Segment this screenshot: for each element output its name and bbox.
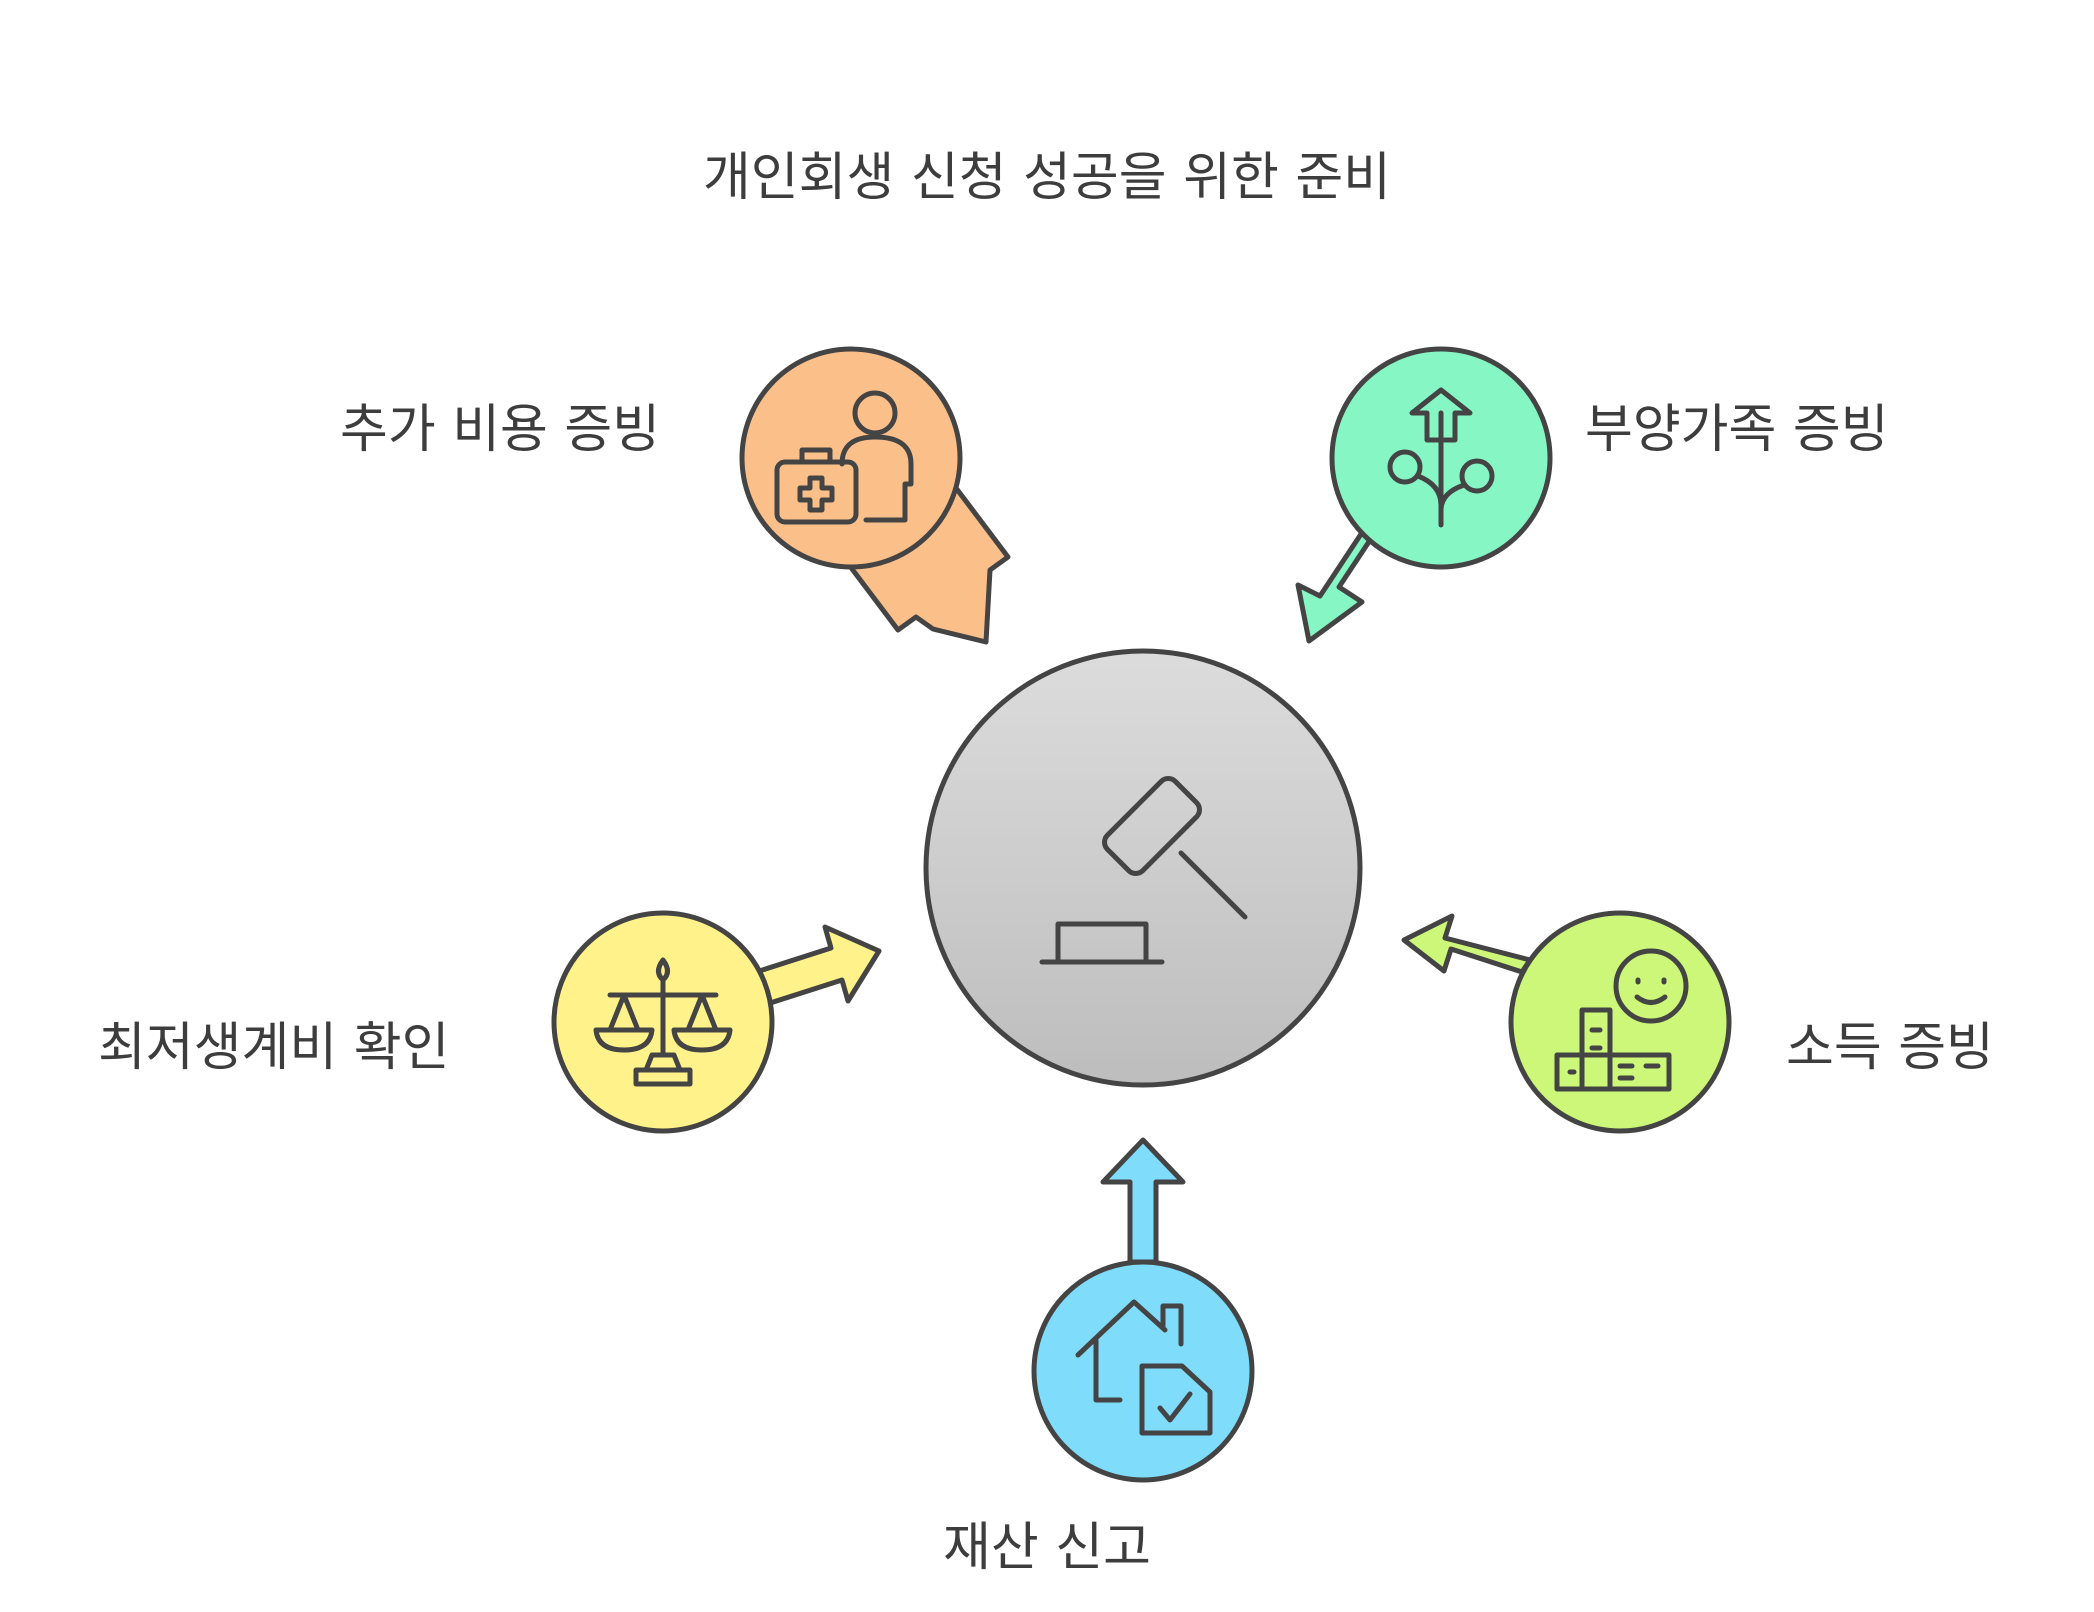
node-asset <box>1031 1137 1255 1483</box>
balance-scale-icon <box>593 957 733 1087</box>
house-document-icon <box>1075 1299 1213 1436</box>
node-living-cost <box>551 910 882 1134</box>
medical-kit-person-icon <box>774 390 914 525</box>
label-living-cost: 최저생계비 확인 <box>98 1018 450 1078</box>
label-dependents: 부양가족 증빙 <box>1585 400 1889 460</box>
node-extra-cost <box>739 346 1011 645</box>
label-asset: 재산 신고 <box>943 1518 1151 1578</box>
label-income: 소득 증빙 <box>1786 1018 1994 1078</box>
label-extra-cost: 추가 비용 증빙 <box>340 400 661 460</box>
diagram-title: 개인회생 신청 성공을 위한 준비 <box>702 148 1392 208</box>
smiling-income-icon <box>1554 948 1689 1092</box>
family-tree-icon <box>1387 387 1495 528</box>
node-income <box>1401 910 1732 1134</box>
node-dependents <box>1295 346 1553 644</box>
gavel-icon <box>1039 776 1248 965</box>
center-node <box>923 648 1363 1088</box>
